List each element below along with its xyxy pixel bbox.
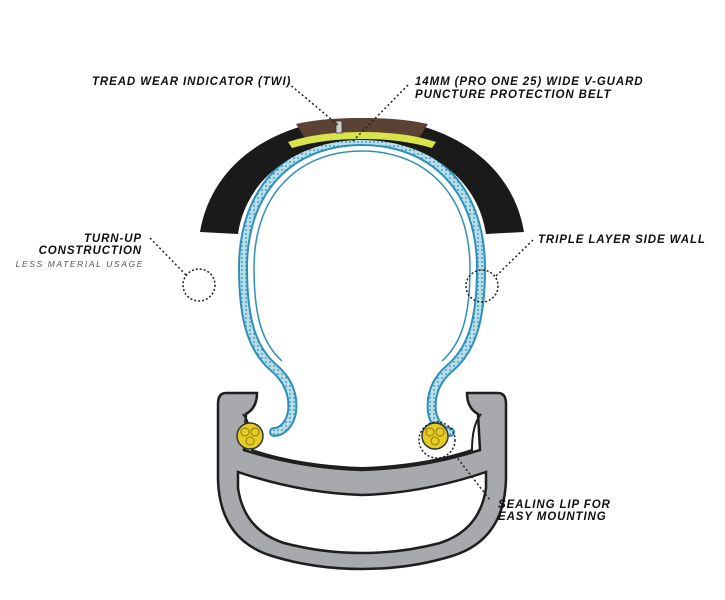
turnup-sublabel: LESS MATERIAL USAGE xyxy=(15,259,144,269)
inner-liner xyxy=(361,150,471,362)
turnup-label-line1: TURN-UP xyxy=(83,233,142,245)
rim-hollow-chamber xyxy=(236,470,488,555)
bead-right xyxy=(421,422,449,450)
tread-wear-indicator-mark xyxy=(335,120,343,134)
rim xyxy=(216,391,508,571)
puncture-protection-belt xyxy=(288,132,436,148)
tire-tread xyxy=(200,118,524,234)
puncture-belt-label-line1: 14MM (PRO ONE 25) WIDE V-GUARD xyxy=(415,76,644,88)
leader-turnup xyxy=(149,237,187,276)
leader-sidewall xyxy=(495,239,534,277)
bead-left xyxy=(236,422,264,450)
leader-lines xyxy=(149,82,534,501)
leader-tread-wear xyxy=(287,82,339,126)
sidewall-label: TRIPLE LAYER SIDE WALL xyxy=(538,234,706,246)
tread-wear-indicator-label: TREAD WEAR INDICATOR (TWI) xyxy=(92,76,292,88)
sealing-lip-label-line1: SEALING LIP FOR xyxy=(498,499,611,511)
turnup-highlight-circle xyxy=(182,268,216,302)
tire-casing xyxy=(237,136,487,437)
puncture-belt-label-line2: PUNCTURE PROTECTION BELT xyxy=(415,89,612,101)
leader-sealing-lip xyxy=(454,454,491,501)
tread-rubber xyxy=(200,118,524,234)
sealing-lip-highlight-circle xyxy=(418,421,456,459)
sealing-lip-label-line2: EASY MOUNTING xyxy=(498,511,607,523)
turnup-label-line2: CONSTRUCTION xyxy=(38,245,142,257)
sidewall-highlight-circle xyxy=(465,269,499,303)
